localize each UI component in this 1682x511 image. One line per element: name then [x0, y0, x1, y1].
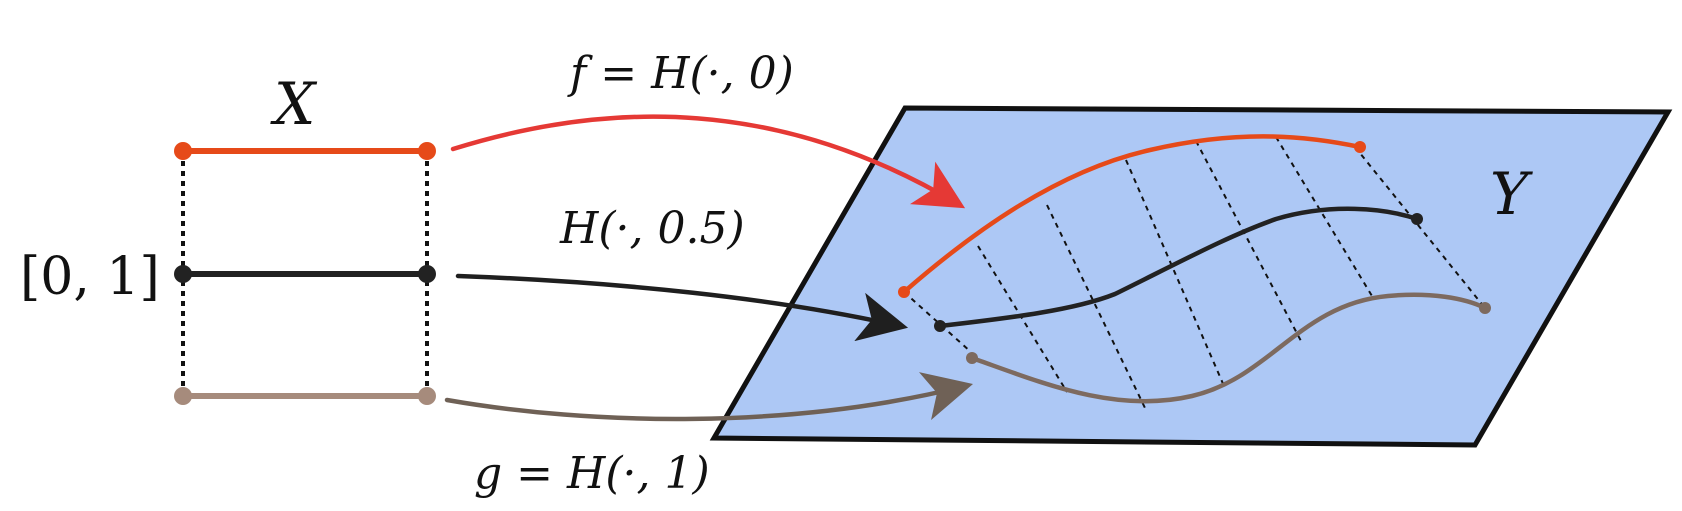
- x-bottom-right-point: [418, 387, 436, 405]
- interval-label: [0, 1]: [20, 247, 160, 307]
- f-start-point: [898, 286, 910, 298]
- g-end-point: [1479, 302, 1491, 314]
- f-end-point: [1354, 141, 1366, 153]
- dashed-line: [1125, 159, 1225, 387]
- h-mid-start-point: [934, 320, 946, 332]
- x-top-right-point: [418, 142, 436, 160]
- f-curve: [901, 134, 1363, 295]
- h-mid-end-point: [1411, 213, 1423, 225]
- dashed-line: [1195, 140, 1302, 342]
- f-map-arrow: [450, 114, 966, 209]
- h-mid-curve: [937, 206, 1420, 329]
- g-map-label: g = H(·, 1): [474, 448, 710, 499]
- x-label: X: [270, 70, 318, 138]
- dashed-line: [977, 245, 1068, 393]
- g-curve: [969, 292, 1488, 404]
- h-mid-map-label: H(·, 0.5): [559, 203, 745, 254]
- y-label: Y: [1490, 160, 1533, 228]
- x-mid-right-point: [418, 265, 436, 283]
- g-start-point: [966, 352, 978, 364]
- x-top-left-point: [174, 142, 192, 160]
- dashed-line: [1354, 146, 1486, 309]
- dashed-line: [1275, 136, 1373, 297]
- x-bottom-left-point: [174, 387, 192, 405]
- dashed-line: [1046, 204, 1146, 409]
- f-map-label: f = H(·, 0): [567, 48, 794, 99]
- h-mid-map-arrow: [455, 273, 909, 342]
- x-mid-left-point: [174, 265, 192, 283]
- g-map-arrow: [444, 372, 974, 422]
